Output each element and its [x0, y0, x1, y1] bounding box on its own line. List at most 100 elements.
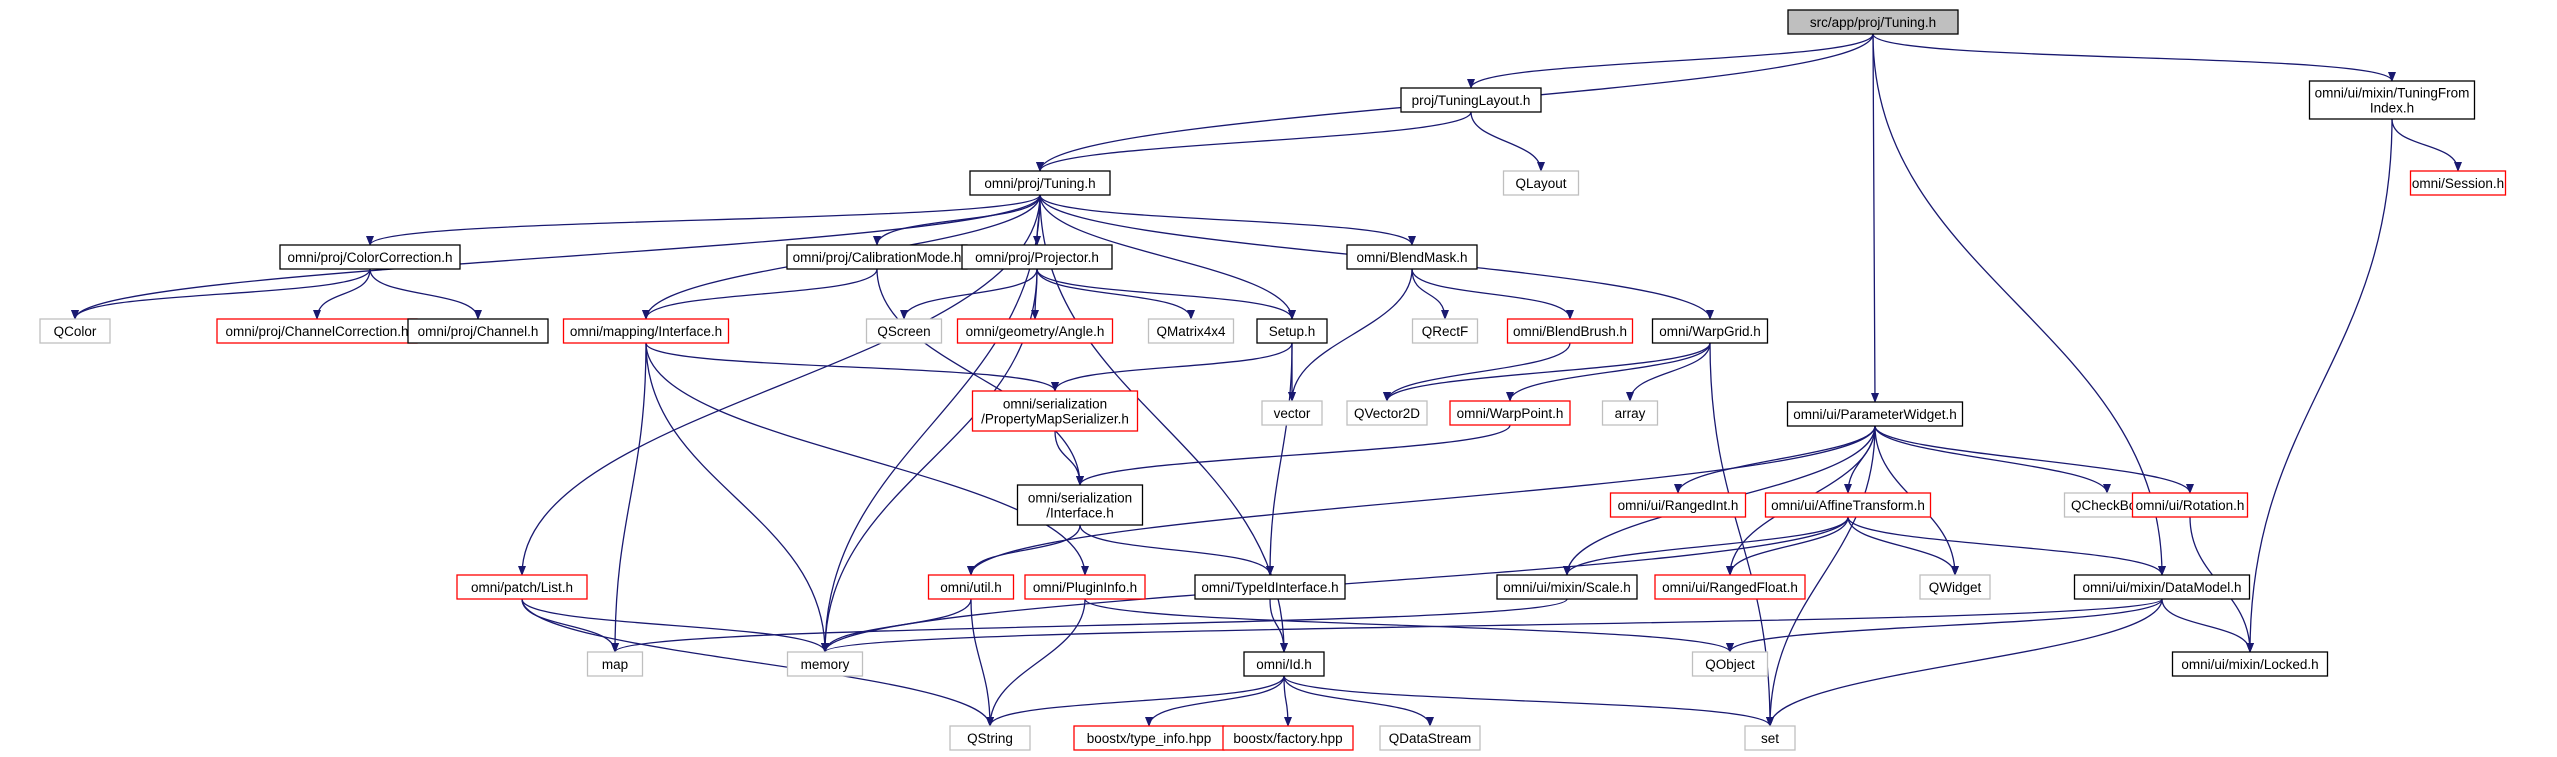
dependency-edge — [900, 268, 1038, 320]
edge-propertymapserializer-to-serializationinterface — [1054, 430, 1084, 486]
node-factory[interactable]: boostx/factory.hpp — [1222, 725, 1354, 751]
node-mappinginterface[interactable]: omni/mapping/Interface.h — [562, 318, 730, 344]
node-label: map — [602, 657, 628, 672]
node-affinetransform[interactable]: omni/ui/AffineTransform.h — [1764, 492, 1932, 518]
dependency-edge — [1467, 33, 1874, 89]
node-id[interactable]: omni/Id.h — [1243, 651, 1325, 677]
node-root[interactable]: src/app/proj/Tuning.h — [1787, 9, 1959, 35]
node-box — [1506, 318, 1634, 344]
edge-serializationinterface-to-util — [967, 524, 1081, 576]
node-box — [2073, 574, 2251, 600]
edge-plugininfo-to-qstring — [986, 598, 1086, 727]
node-label: omni/mapping/Interface.h — [570, 324, 722, 339]
dependency-edge — [521, 598, 829, 653]
node-box — [1261, 400, 1323, 426]
dependency-edge — [1847, 516, 2166, 576]
edge-util-to-qstring — [970, 598, 994, 727]
node-label: omni/serialization — [1028, 491, 1132, 506]
edge-root-to-datamodel — [1872, 33, 2166, 576]
node-box — [956, 318, 1114, 344]
dependency-edge — [313, 268, 371, 320]
dependency-edge — [1847, 516, 1959, 576]
node-blendmask[interactable]: omni/BlendMask.h — [1346, 244, 1478, 270]
node-label: QCheckBox — [2071, 498, 2143, 513]
edge-mappinginterface-to-memory — [645, 342, 829, 653]
node-label: omni/BlendMask.h — [1356, 250, 1467, 265]
node-box — [1744, 725, 1796, 751]
node-warppoint[interactable]: omni/WarpPoint.h — [1449, 400, 1571, 426]
node-tuning[interactable]: omni/proj/Tuning.h — [969, 170, 1111, 196]
node-plugininfo[interactable]: omni/PluginInfo.h — [1024, 574, 1146, 600]
node-box — [1764, 492, 1932, 518]
node-typeidinterface[interactable]: omni/TypeIdInterface.h — [1194, 574, 1346, 600]
dependency-edge — [645, 342, 1059, 392]
node-setup[interactable]: Setup.h — [1256, 318, 1328, 344]
node-list[interactable]: omni/patch/List.h — [456, 574, 588, 600]
node-projector[interactable]: omni/proj/Projector.h — [961, 244, 1113, 270]
node-label: omni/ui/mixin/TuningFrom — [2315, 86, 2470, 101]
node-rangedfloat[interactable]: omni/ui/RangedFloat.h — [1654, 574, 1806, 600]
edge-projector-to-qscreen — [900, 268, 1038, 320]
node-channelcorrection[interactable]: omni/proj/ChannelCorrection.h — [216, 318, 418, 344]
node-channel[interactable]: omni/proj/Channel.h — [407, 318, 549, 344]
dependency-edge — [1145, 675, 1285, 727]
edge-parameterwidget-to-qcheckbox — [1874, 425, 2111, 494]
dependency-edge — [71, 194, 1041, 320]
edge-tuning-to-memory — [821, 194, 1041, 653]
edge-calibrationmode-to-serializationinterface — [876, 268, 1084, 486]
node-label: omni/ui/AffineTransform.h — [1771, 498, 1925, 513]
edge-colorcorrection-to-channel — [369, 268, 482, 320]
node-scale[interactable]: omni/ui/mixin/Scale.h — [1496, 574, 1638, 600]
node-parameterwidget[interactable]: omni/ui/ParameterWidget.h — [1786, 401, 1964, 427]
node-serializationinterface[interactable]: omni/serialization/Interface.h — [1016, 484, 1144, 526]
node-tuninglayout[interactable]: proj/TuningLayout.h — [1400, 87, 1542, 113]
dependency-edge — [2161, 598, 2254, 653]
dependency-edge — [1036, 268, 1296, 320]
edge-tuningfromindex-to-session — [2391, 118, 2462, 172]
edge-tuninglayout-to-qlayout — [1470, 111, 1545, 172]
dependency-edge — [986, 675, 1285, 727]
node-label: omni/WarpGrid.h — [1659, 324, 1761, 339]
dependency-edge — [611, 598, 1568, 653]
node-label: omni/patch/List.h — [471, 580, 573, 595]
dependency-edge — [1084, 598, 1734, 653]
node-label: omni/util.h — [940, 580, 1002, 595]
node-datamodel[interactable]: omni/ui/mixin/DataModel.h — [2073, 574, 2251, 600]
node-blendbrush[interactable]: omni/BlendBrush.h — [1506, 318, 1634, 344]
dependency-edge — [1870, 33, 1879, 403]
dependency-edge — [611, 342, 647, 653]
node-calibrationmode[interactable]: omni/proj/CalibrationMode.h — [786, 244, 968, 270]
node-box — [39, 318, 111, 344]
edge-util-to-memory — [821, 598, 972, 653]
edge-id-to-qdatastream — [1283, 675, 1434, 727]
dependency-edge — [366, 194, 1041, 246]
node-label: omni/ui/mixin/DataModel.h — [2082, 580, 2241, 595]
edge-plugininfo-to-qobject — [1084, 598, 1734, 653]
edge-parameterwidget-to-util — [967, 425, 1876, 576]
node-util[interactable]: omni/util.h — [927, 574, 1015, 600]
node-propertymapserializer[interactable]: omni/serialization/PropertyMapSerializer… — [971, 390, 1139, 432]
node-label: omni/serialization — [1003, 397, 1107, 412]
edge-parameterwidget-to-set — [1766, 425, 1876, 727]
dependency-edge — [645, 342, 829, 653]
dependency-edge — [1283, 675, 1774, 727]
dependency-edge — [1411, 268, 1449, 320]
node-box — [216, 318, 418, 344]
dependency-edge — [2246, 118, 2393, 653]
node-box — [1016, 484, 1144, 526]
node-rangedint[interactable]: omni/ui/RangedInt.h — [1609, 492, 1747, 518]
node-typeinfo[interactable]: boostx/type_info.hpp — [1073, 725, 1225, 751]
node-warpgrid[interactable]: omni/WarpGrid.h — [1651, 318, 1769, 344]
node-locked[interactable]: omni/ui/mixin/Locked.h — [2171, 651, 2329, 677]
node-rotation[interactable]: omni/ui/Rotation.h — [2131, 492, 2249, 518]
node-session[interactable]: omni/Session.h — [2409, 170, 2507, 196]
edge-projector-to-setup — [1036, 268, 1296, 320]
node-colorcorrection[interactable]: omni/proj/ColorCorrection.h — [279, 244, 461, 270]
node-label: QDataStream — [1389, 731, 1472, 746]
edge-tuningfromindex-to-locked — [2246, 118, 2393, 653]
dependency-edge — [1283, 675, 1434, 727]
node-label: Setup.h — [1269, 324, 1316, 339]
node-angle[interactable]: omni/geometry/Angle.h — [956, 318, 1114, 344]
edge-affinetransform-to-scale — [1563, 516, 1849, 576]
